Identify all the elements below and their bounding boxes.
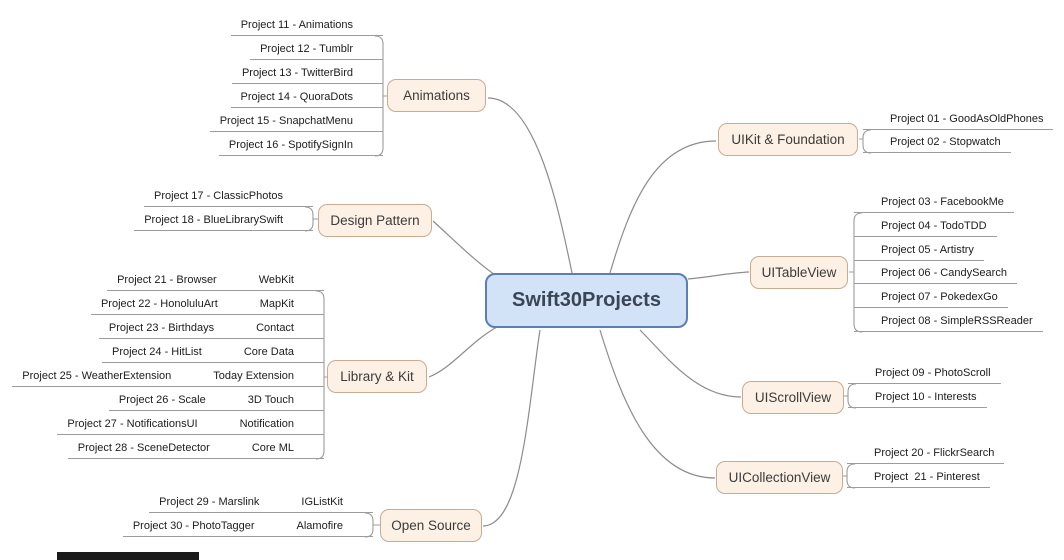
leaf-project-14[interactable]: Project 14 - QuoraDots — [230, 87, 383, 108]
leaf-framework-label: MapKit — [259, 298, 294, 310]
leaf-project-06[interactable]: Project 06 - CandySearch — [854, 263, 1017, 284]
leaf-framework-label: 3D Touch — [247, 394, 294, 406]
leaf-label: Project 14 - QuoraDots — [240, 91, 354, 103]
leaf-project-07[interactable]: Project 07 - PokedexGo — [854, 287, 1008, 308]
leaf-project-30[interactable]: Project 30 - PhotoTagger Alamofire — [122, 516, 373, 537]
branch-design-pattern[interactable]: Design Pattern — [318, 204, 432, 237]
leaf-project-12[interactable]: Project 12 - Tumblr — [250, 39, 383, 60]
branch-open-source[interactable]: Open Source — [380, 509, 482, 542]
leaf-label: Project 13 - TwitterBird — [241, 67, 353, 79]
leaf-label: Project 04 - TodoTDD — [881, 220, 987, 232]
leaf-label: Project 06 - CandySearch — [881, 267, 1007, 279]
leaf-framework-label: IGListKit — [301, 496, 343, 508]
leaf-label: Project 21 - Pinterest — [874, 471, 980, 483]
connector-open-source — [482, 329, 541, 527]
leaf-framework-label: Contact — [256, 322, 294, 334]
leaf-project-26[interactable]: Project 26 - Scale 3D Touch — [108, 390, 324, 411]
leaf-label: Project 17 - ClassicPhotos — [154, 190, 283, 202]
leaf-label: Project 01 - GoodAsOldPhones — [890, 113, 1044, 125]
leaf-label: Project 09 - PhotoScroll — [875, 367, 991, 379]
leaf-framework-label: Core ML — [251, 442, 294, 454]
leaf-project-22[interactable]: Project 22 - HonoluluArt MapKit — [90, 294, 324, 315]
leaf-label: Project 05 - Artistry — [881, 244, 974, 256]
leaf-label: Project 21 - Browser — [117, 274, 217, 286]
branch-uikit-foundation[interactable]: UIKit & Foundation — [718, 123, 858, 156]
leaf-project-25[interactable]: Project 25 - WeatherExtension Today Exten… — [12, 366, 324, 387]
leaf-project-09[interactable]: Project 09 - PhotoScroll — [848, 363, 1001, 384]
leaf-label: Project 07 - PokedexGo — [881, 291, 998, 303]
connector-uicollectionview — [599, 329, 716, 479]
leaf-project-05[interactable]: Project 05 - Artistry — [854, 240, 984, 261]
leaf-project-04[interactable]: Project 04 - TodoTDD — [854, 216, 997, 237]
leaf-project-01[interactable]: Project 01 - GoodAsOldPhones — [863, 109, 1054, 130]
branch-uiscrollview[interactable]: UIScrollView — [742, 381, 844, 414]
leaf-label: Project 15 - SnapchatMenu — [219, 115, 353, 127]
leaf-project-20[interactable]: Project 20 - FlickrSearch — [847, 443, 1005, 464]
leaf-label: Project 30 - PhotoTagger — [132, 520, 255, 532]
connector-uitableview — [687, 271, 750, 280]
connector-animations — [487, 97, 573, 274]
leaf-label: Project 23 - Birthdays — [108, 322, 215, 334]
leaf-label: Project 16 - SpotifySignIn — [228, 139, 353, 151]
leaf-label: Project 11 - Animations — [240, 19, 353, 31]
leaf-framework-label: WebKit — [258, 274, 294, 286]
leaf-label: Project 26 - Scale — [118, 394, 206, 406]
leaf-project-21-pinterest[interactable]: Project 21 - Pinterest — [847, 467, 990, 488]
leaf-label: Project 29 - Marslink — [159, 496, 260, 508]
leaf-project-02[interactable]: Project 02 - Stopwatch — [863, 132, 1011, 153]
leaf-project-17[interactable]: Project 17 - ClassicPhotos — [144, 186, 313, 207]
leaf-label: Project 20 - FlickrSearch — [874, 447, 995, 459]
leaf-label: Project 18 - BlueLibrarySwift — [144, 214, 283, 226]
leaf-framework-label: Notification — [239, 418, 294, 430]
leaf-project-18[interactable]: Project 18 - BlueLibrarySwift — [134, 210, 313, 231]
leaf-framework-label: Today Extension — [213, 370, 294, 382]
leaf-project-24[interactable]: Project 24 - HitList Core Data — [101, 342, 324, 363]
leaf-framework-label: Alamofire — [296, 520, 343, 532]
leaf-label: Project 08 - SimpleRSSReader — [881, 315, 1033, 327]
leaf-project-27[interactable]: Project 27 - NotificationsUI Notification — [57, 414, 324, 435]
leaf-label: Project 03 - FacebookMe — [881, 196, 1004, 208]
bottom-edge-fragment — [57, 552, 199, 560]
leaf-project-11[interactable]: Project 11 - Animations — [230, 15, 383, 36]
leaf-label: Project 28 - SceneDetector — [77, 442, 210, 454]
leaf-project-10[interactable]: Project 10 - Interests — [848, 387, 987, 408]
connector-library-kit — [428, 326, 498, 378]
leaf-label: Project 24 - HitList — [111, 346, 202, 358]
leaf-project-21[interactable]: Project 21 - Browser WebKit — [107, 270, 324, 291]
connector-uiscrollview — [639, 329, 742, 398]
branch-uitableview[interactable]: UITableView — [750, 256, 848, 289]
central-topic-label: Swift30Projects — [512, 289, 661, 311]
leaf-project-15[interactable]: Project 15 - SnapchatMenu — [209, 111, 383, 132]
leaf-project-16[interactable]: Project 16 - SpotifySignIn — [218, 135, 383, 156]
leaf-project-28[interactable]: Project 28 - SceneDetector Core ML — [67, 438, 324, 459]
leaf-framework-label: Core Data — [243, 346, 294, 358]
leaf-label: Project 25 - WeatherExtension — [22, 370, 172, 382]
leaf-label: Project 27 - NotificationsUI — [67, 418, 198, 430]
leaf-label: Project 02 - Stopwatch — [890, 136, 1001, 148]
central-topic[interactable]: Swift30Projects — [485, 273, 688, 328]
leaf-project-29[interactable]: Project 29 - Marslink IGListKit — [149, 492, 373, 513]
leaf-project-23[interactable]: Project 23 - Birthdays Contact — [98, 318, 324, 339]
connector-design-pattern — [432, 220, 499, 278]
leaf-label: Project 10 - Interests — [875, 391, 977, 403]
branch-library-kit[interactable]: Library & Kit — [327, 360, 427, 393]
leaf-project-13[interactable]: Project 13 - TwitterBird — [231, 63, 383, 84]
branch-uicollectionview[interactable]: UICollectionView — [716, 461, 843, 494]
leaf-project-08[interactable]: Project 08 - SimpleRSSReader — [854, 311, 1043, 332]
connector-uikit-foundation — [609, 140, 717, 274]
branch-animations[interactable]: Animations — [387, 79, 486, 112]
leaf-label: Project 22 - HonoluluArt — [100, 298, 218, 310]
leaf-project-03[interactable]: Project 03 - FacebookMe — [854, 192, 1014, 213]
leaf-label: Project 12 - Tumblr — [260, 43, 353, 55]
